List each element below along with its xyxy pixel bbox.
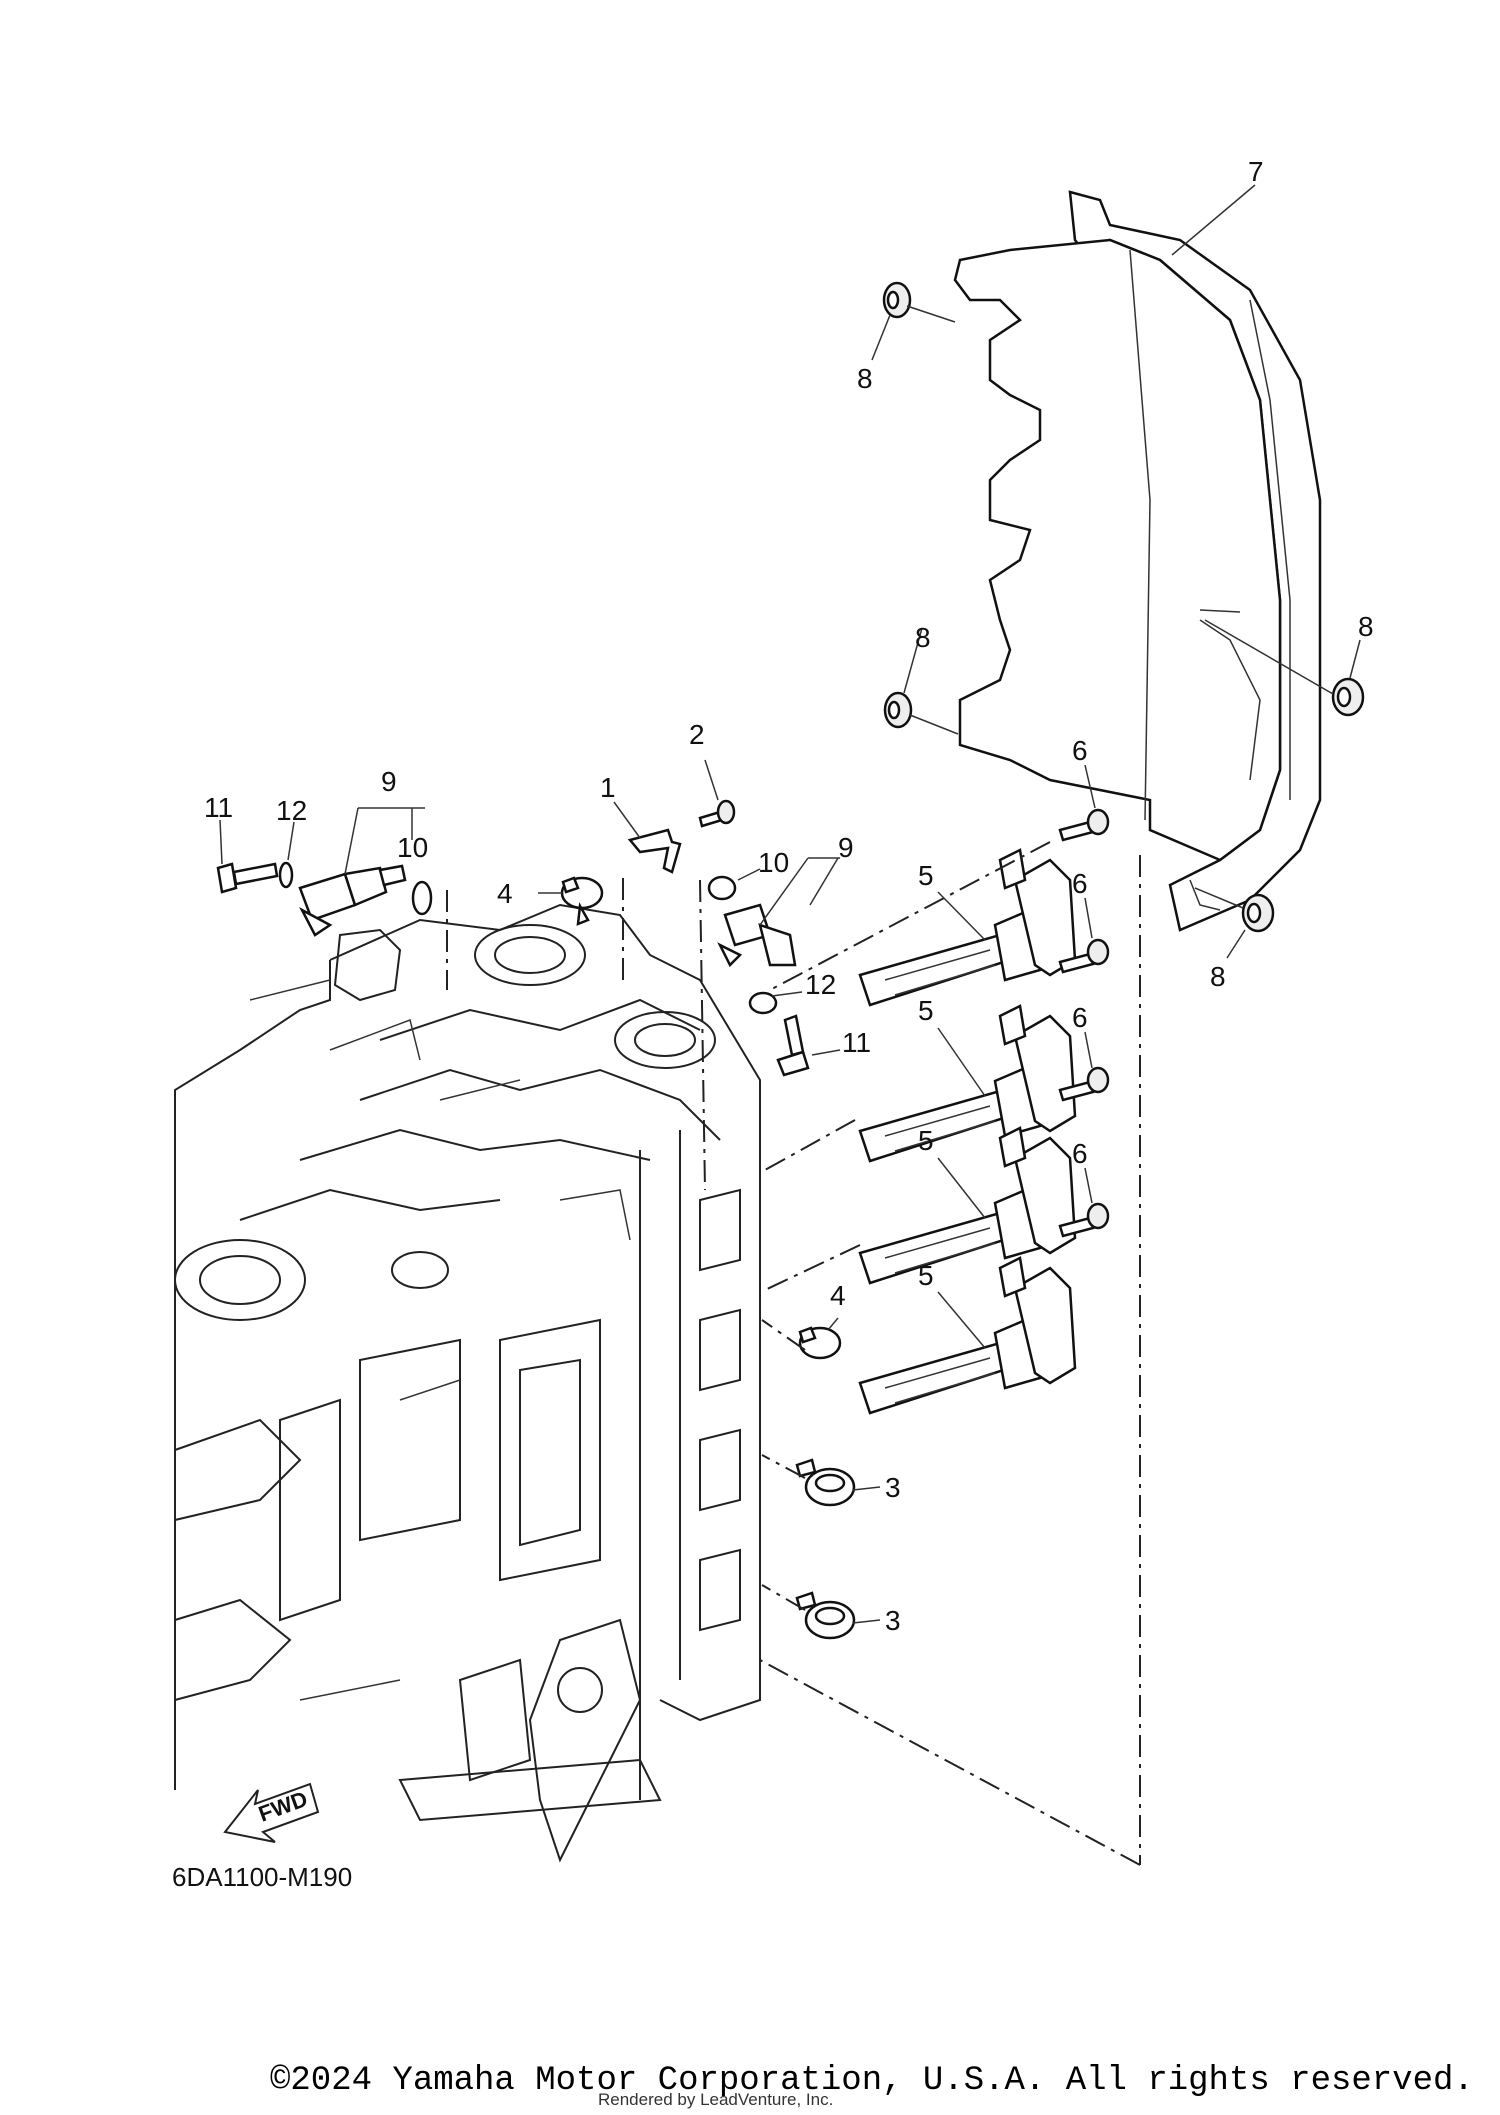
- fwd-label: FWD: [255, 1786, 311, 1827]
- callout-6: 6: [1072, 1138, 1088, 1169]
- callout-6: 6: [1072, 1002, 1088, 1033]
- callout-12: 12: [805, 969, 836, 1000]
- engine-block: [174, 903, 761, 1863]
- screw-part-2: [698, 799, 736, 828]
- callout-5: 5: [918, 1260, 934, 1291]
- callout-4: 4: [497, 878, 513, 909]
- callout-9: 9: [381, 766, 397, 797]
- callout-labels: 1 2 3 3 4 4 5 5 5 5 6 6 6 6 7 8 8 8 8 9 …: [204, 156, 1374, 1636]
- callout-8: 8: [915, 622, 931, 653]
- callout-3: 3: [885, 1605, 901, 1636]
- grommet-part-8: [882, 281, 1365, 933]
- sensor-right-part-9: [717, 903, 797, 968]
- diagram-code: 6DA1100-M190: [172, 1862, 352, 1892]
- callout-7: 7: [1248, 156, 1264, 187]
- callout-10: 10: [397, 832, 428, 863]
- clamps-part-4: [560, 876, 842, 1360]
- callout-11: 11: [842, 1027, 871, 1058]
- rendered-by-credit: Rendered by LeadVenture, Inc.: [598, 2090, 834, 2109]
- sensor-left-part-9: [298, 864, 407, 937]
- cover-part-7: [953, 190, 1322, 932]
- callout-5: 5: [918, 860, 934, 891]
- callout-8: 8: [1210, 961, 1226, 992]
- washer-left-part-12: [278, 861, 294, 889]
- callout-8: 8: [857, 363, 873, 394]
- leader-lines: [219, 184, 1361, 1624]
- bracket-part-1: [627, 828, 682, 874]
- bolts-part-6: [1058, 808, 1110, 1238]
- callout-9: 9: [838, 832, 854, 863]
- callout-4: 4: [830, 1280, 846, 1311]
- callout-5: 5: [918, 995, 934, 1026]
- callout-6: 6: [1072, 868, 1088, 899]
- callout-3: 3: [885, 1472, 901, 1503]
- callout-11: 11: [204, 792, 233, 823]
- copyright-notice: ©2024 Yamaha Motor Corporation, U.S.A. A…: [270, 2062, 1474, 2100]
- callout-2: 2: [689, 719, 705, 750]
- reference-lines: [446, 841, 1141, 1866]
- bolt-right-part-11: [776, 1014, 810, 1077]
- callout-6: 6: [1072, 735, 1088, 766]
- callout-10: 10: [758, 847, 789, 878]
- callout-8: 8: [1358, 611, 1374, 642]
- fwd-arrow: FWD: [223, 1782, 320, 1843]
- callout-12: 12: [276, 795, 307, 826]
- ignition-coils-part-5: [858, 848, 1077, 1415]
- callout-1: 1: [600, 772, 616, 803]
- washer-right-part-12: [748, 991, 778, 1015]
- oring-left-part-10: [411, 880, 433, 916]
- callout-5: 5: [918, 1125, 934, 1156]
- bolt-left-part-11: [216, 862, 279, 894]
- clamps-part-3: [795, 1458, 856, 1640]
- oring-right-part-10: [707, 875, 737, 901]
